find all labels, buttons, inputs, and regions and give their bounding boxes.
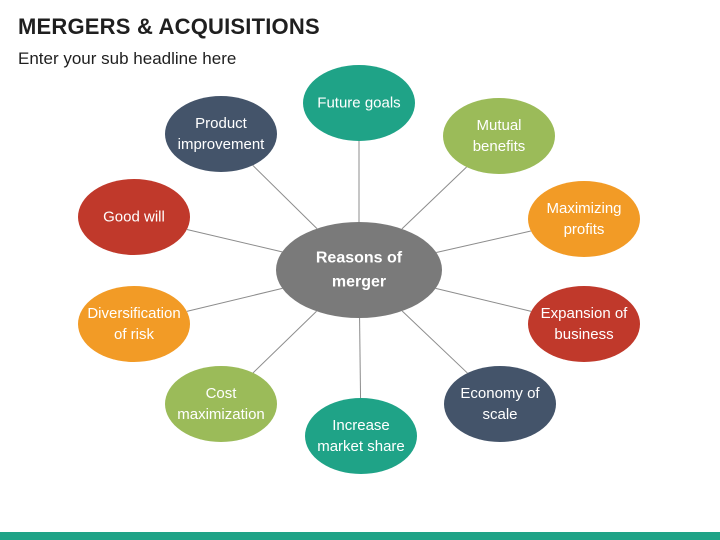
node-label-maximizing-profits-line-2: profits (564, 221, 605, 238)
center-shape (276, 222, 442, 318)
node-label-diversification-of-risk-line-2: of risk (114, 326, 155, 343)
node-label-economy-of-scale-line-2: scale (482, 406, 517, 423)
node-label-mutual-benefits-line-1: Mutual (476, 117, 521, 134)
node-good-will: Good will (78, 179, 190, 255)
node-shape-economy-of-scale (444, 366, 556, 442)
node-shape-cost-maximization (165, 366, 277, 442)
node-shape-maximizing-profits (528, 181, 640, 257)
page-title: MERGERS & ACQUISITIONS (18, 14, 320, 39)
node-label-diversification-of-risk-line-1: Diversification (87, 305, 180, 322)
node-shape-expansion-of-business (528, 286, 640, 362)
connector-expansion-of-business (435, 287, 532, 312)
node-product-improvement: Product improvement (165, 96, 277, 172)
node-label-good-will-line-1: Good will (103, 209, 165, 226)
node-label-economy-of-scale-line-1: Economy of (460, 385, 540, 402)
node-economy-of-scale: Economy of scale (444, 366, 556, 442)
node-label-future-goals-line-1: Future goals (317, 95, 400, 112)
connector-cost-maximization (252, 310, 317, 374)
node-label-mutual-benefits-line-2: benefits (473, 138, 526, 155)
node-shape-product-improvement (165, 96, 277, 172)
node-shape-future-goals (303, 65, 415, 141)
node-expansion-of-business: Expansion of business (528, 286, 640, 362)
node-cost-maximization: Cost maximization (165, 366, 277, 442)
connector-economy-of-scale (401, 310, 468, 374)
node-mutual-benefits: Mutual benefits (443, 98, 555, 174)
center-label-line-1: Reasons of (316, 250, 403, 267)
node-label-product-improvement-line-2: improvement (178, 136, 266, 153)
node-label-maximizing-profits-line-1: Maximizing (546, 200, 621, 217)
connectors (186, 141, 532, 399)
node-label-increase-market-share-line-2: market share (317, 438, 405, 455)
center-label-line-2: merger (332, 274, 386, 291)
node-increase-market-share: Increase market share (305, 398, 417, 474)
node-maximizing-profits: Maximizing profits (528, 181, 640, 257)
page-subtitle: Enter your sub headline here (18, 49, 237, 68)
node-label-expansion-of-business-line-1: Expansion of (541, 305, 629, 322)
node-shape-diversification-of-risk (78, 286, 190, 362)
node-future-goals: Future goals (303, 65, 415, 141)
connector-good-will (186, 228, 283, 253)
connector-diversification-of-risk (186, 287, 283, 312)
accent-bar (0, 532, 720, 540)
node-label-product-improvement-line-1: Product (195, 115, 248, 132)
connector-increase-market-share (359, 317, 362, 399)
node-label-increase-market-share-line-1: Increase (332, 417, 390, 434)
connector-maximizing-profits (436, 230, 531, 253)
connector-mutual-benefits (401, 166, 467, 230)
node-shape-mutual-benefits (443, 98, 555, 174)
node-label-cost-maximization-line-1: Cost (206, 385, 238, 402)
node-shape-increase-market-share (305, 398, 417, 474)
node-label-cost-maximization-line-2: maximization (177, 406, 265, 423)
center-node: Reasons of merger (276, 222, 442, 318)
node-diversification-of-risk: Diversification of risk (78, 286, 190, 362)
node-shape-good-will (78, 179, 190, 255)
node-label-expansion-of-business-line-2: business (554, 326, 613, 343)
connector-product-improvement (252, 164, 318, 229)
